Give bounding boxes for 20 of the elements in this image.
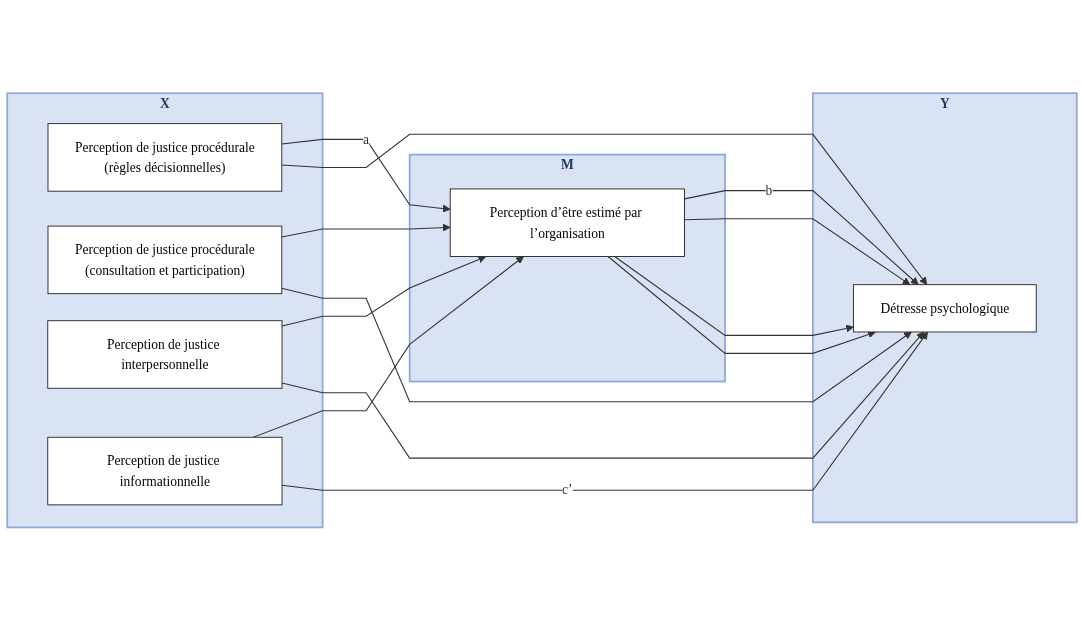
node-box: Perception de justice interpersonnelle xyxy=(47,319,283,389)
arrow xyxy=(281,223,451,238)
node-box: Perception de justice informationnelle xyxy=(47,436,283,505)
node-box: Perception de justice procédurale (règles décisionnelles) xyxy=(47,122,283,192)
arrow xyxy=(683,217,911,285)
arrow xyxy=(281,255,487,327)
arrow xyxy=(281,331,929,491)
arrow xyxy=(614,255,854,336)
arrow xyxy=(281,331,925,459)
node-box: Détresse psychologique xyxy=(852,283,1037,333)
arrow xyxy=(683,189,919,285)
arrow xyxy=(281,287,912,403)
arrow xyxy=(281,133,928,285)
edge-label: c’ xyxy=(562,482,573,497)
node-box: Perception de justice procédurale (consultation et participation) xyxy=(47,225,283,294)
arrow xyxy=(607,255,876,354)
node-box: Perception d’être estimé par l’organisation xyxy=(449,188,685,257)
edge-label: b xyxy=(765,182,773,198)
arrow xyxy=(281,138,451,213)
edge-label: a xyxy=(363,131,370,147)
